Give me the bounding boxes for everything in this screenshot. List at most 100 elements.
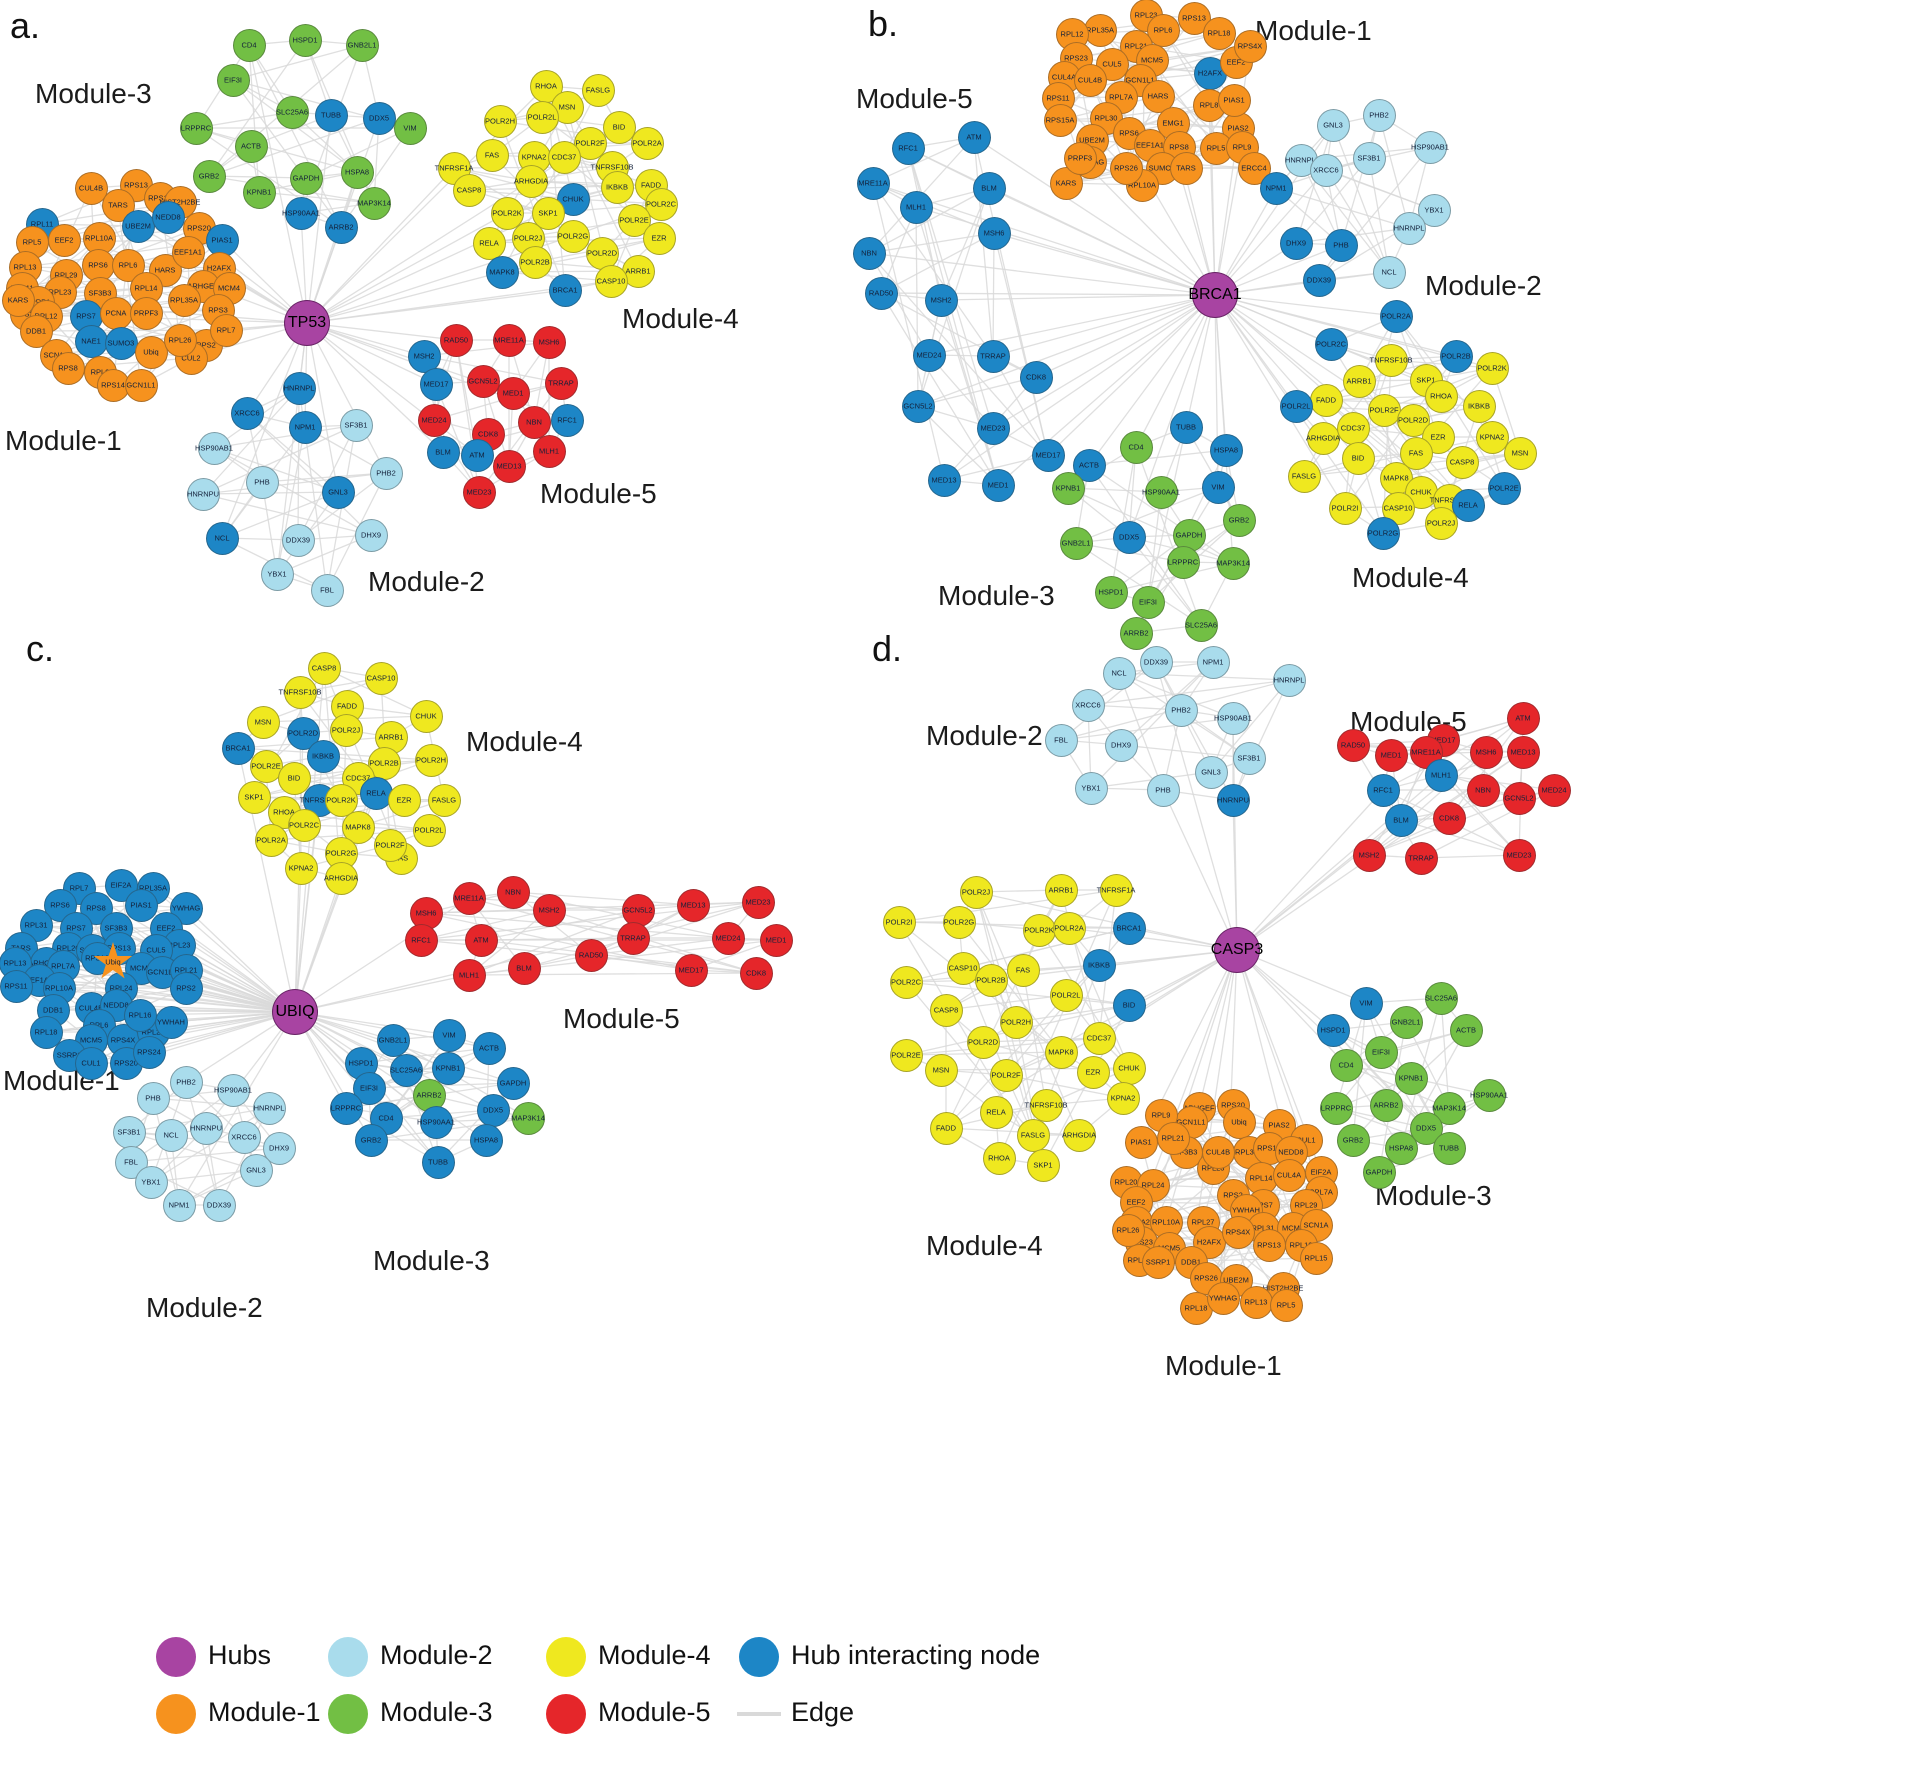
node-FBL: FBL — [1044, 723, 1078, 757]
node-POLR2H: POLR2H — [414, 743, 448, 777]
node-label: RPL15 — [1304, 1253, 1328, 1263]
node-label: DDB1 — [1180, 1257, 1202, 1267]
node-Ubiq: Ubiq — [134, 335, 168, 369]
node-label: GNB2L1 — [1061, 538, 1091, 548]
node-label: RAD50 — [443, 335, 469, 345]
node-RPL5: RPL5 — [1269, 1288, 1303, 1322]
node-RFC1: RFC1 — [1366, 773, 1400, 807]
node-KPNA2: KPNA2 — [1106, 1081, 1140, 1115]
node-label: BRCA1 — [225, 743, 251, 753]
node-label: TP53 — [287, 314, 327, 331]
node-label: MRE11A — [858, 178, 888, 188]
node-label: RPL16 — [128, 1010, 152, 1020]
node-label: CASP8 — [933, 1005, 959, 1015]
node-PIAS1: PIAS1 — [1217, 83, 1251, 117]
node-RHOA: RHOA — [982, 1141, 1016, 1175]
node-label: RPL21 — [1161, 1133, 1185, 1143]
node-label: DHX9 — [360, 530, 382, 540]
node-label: POLR2E — [619, 215, 649, 225]
node-HSP90AA1: HSP90AA1 — [1142, 475, 1180, 509]
node-YBX1: YBX1 — [134, 1165, 168, 1199]
node-label: TRRAP — [980, 351, 1006, 361]
node-ACTB: ACTB — [234, 129, 268, 163]
node-NBN: NBN — [517, 405, 551, 439]
node-GCN5L2: GCN5L2 — [901, 389, 935, 423]
node-label: SLC25A6 — [1184, 620, 1218, 630]
node-label: RPL20 — [1114, 1177, 1138, 1187]
legend-label-module-1: Module-1 — [208, 1697, 321, 1727]
node-label: FADD — [336, 701, 358, 711]
node-label: DDB1 — [42, 1005, 64, 1015]
node-label: CUL4A — [1276, 1170, 1302, 1180]
node-MED13: MED13 — [927, 463, 961, 497]
node-MRE11A: MRE11A — [452, 881, 486, 915]
node-GNB2L1: GNB2L1 — [1059, 526, 1093, 560]
node-label: FASLG — [1291, 471, 1317, 481]
node-POLR2J: POLR2J — [329, 713, 363, 747]
node-TUBB: TUBB — [1432, 1131, 1466, 1165]
node-label: XRCC6 — [1075, 700, 1101, 710]
node-label: MCM5 — [1157, 1243, 1181, 1253]
node-RPS13: RPS13 — [1252, 1228, 1286, 1262]
node-label: GCN5L2 — [1504, 793, 1534, 803]
node-POLR2G: POLR2G — [942, 905, 976, 939]
node-label: IKBKB — [1467, 401, 1491, 411]
node-label: DDX5 — [1118, 532, 1140, 542]
node-ARRB2: ARRB2 — [1369, 1088, 1403, 1122]
node-label: POLR2F — [991, 1070, 1021, 1080]
node-label: DDX39 — [1143, 657, 1169, 667]
node-PIAS1: PIAS1 — [205, 223, 239, 257]
node-DDX5: DDX5 — [1112, 520, 1146, 554]
node-label: BID — [287, 773, 301, 783]
node-label: YWHAH — [1232, 1205, 1260, 1215]
node-label: RPS23 — [1064, 53, 1088, 63]
node-MED24: MED24 — [1537, 773, 1571, 807]
node-FADD: FADD — [929, 1111, 963, 1145]
node-HNRNPL: HNRNPL — [1392, 211, 1426, 245]
node-label: CASP8 — [311, 663, 337, 673]
node-label: RPL27 — [141, 1027, 165, 1037]
node-label: RPL35A — [1235, 1147, 1263, 1157]
node-label: EZR — [1085, 1067, 1101, 1077]
node-MAP3K14: MAP3K14 — [1216, 546, 1250, 580]
node-DDB1: DDB1 — [19, 314, 53, 348]
node-label: POLR2H — [415, 755, 447, 765]
node-label: GRB2 — [1342, 1135, 1364, 1145]
node-label: MAP3K14 — [1216, 558, 1250, 568]
node-label: VIM — [1211, 482, 1225, 492]
node-label: MCM4 — [1281, 1223, 1305, 1233]
node-MAP3K14: MAP3K14 — [357, 186, 391, 220]
node-TARS: TARS — [1169, 151, 1203, 185]
node-label: MSH2 — [413, 351, 435, 361]
node-label: RPS26 — [1194, 1273, 1218, 1283]
node-label: VIM — [442, 1030, 456, 1040]
node-EEF1A1: EEF1A1 — [171, 235, 205, 269]
node-label: RPL14 — [134, 283, 158, 293]
node-label: BID — [612, 122, 626, 132]
node-CHUK: CHUK — [1112, 1051, 1146, 1085]
node-label: BLM — [1393, 815, 1409, 825]
node-label: RPS16 — [148, 193, 172, 203]
node-DDX5: DDX5 — [476, 1093, 510, 1127]
node-GRB2: GRB2 — [1336, 1123, 1370, 1157]
node-label: FADD — [1315, 395, 1337, 405]
node-PHB: PHB — [1324, 228, 1358, 262]
node-label: ARRB2 — [416, 1090, 442, 1100]
node-label: ARHGDIA — [323, 873, 359, 883]
node-label: EZR — [1430, 432, 1446, 442]
node-label: SF3B1 — [1357, 153, 1381, 163]
node-label: YBX1 — [141, 1177, 161, 1187]
node-label: RPL11 — [30, 219, 54, 229]
node-label: CASP10 — [948, 963, 978, 973]
node-MED13: MED13 — [1506, 735, 1540, 769]
node-label: ERCC4 — [1241, 163, 1267, 173]
node-label: SF3B1 — [1237, 753, 1261, 763]
node-POLR2L: POLR2L — [1049, 978, 1083, 1012]
node-NPM1: NPM1 — [1259, 171, 1293, 205]
node-CUL1: CUL1 — [74, 1046, 108, 1080]
node-label: NCL — [214, 533, 230, 543]
node-DHX9: DHX9 — [354, 518, 388, 552]
node-label: DHX9 — [268, 1143, 290, 1153]
node-label: RELA — [479, 238, 499, 248]
node-MAPK8: MAPK8 — [1044, 1035, 1078, 1069]
